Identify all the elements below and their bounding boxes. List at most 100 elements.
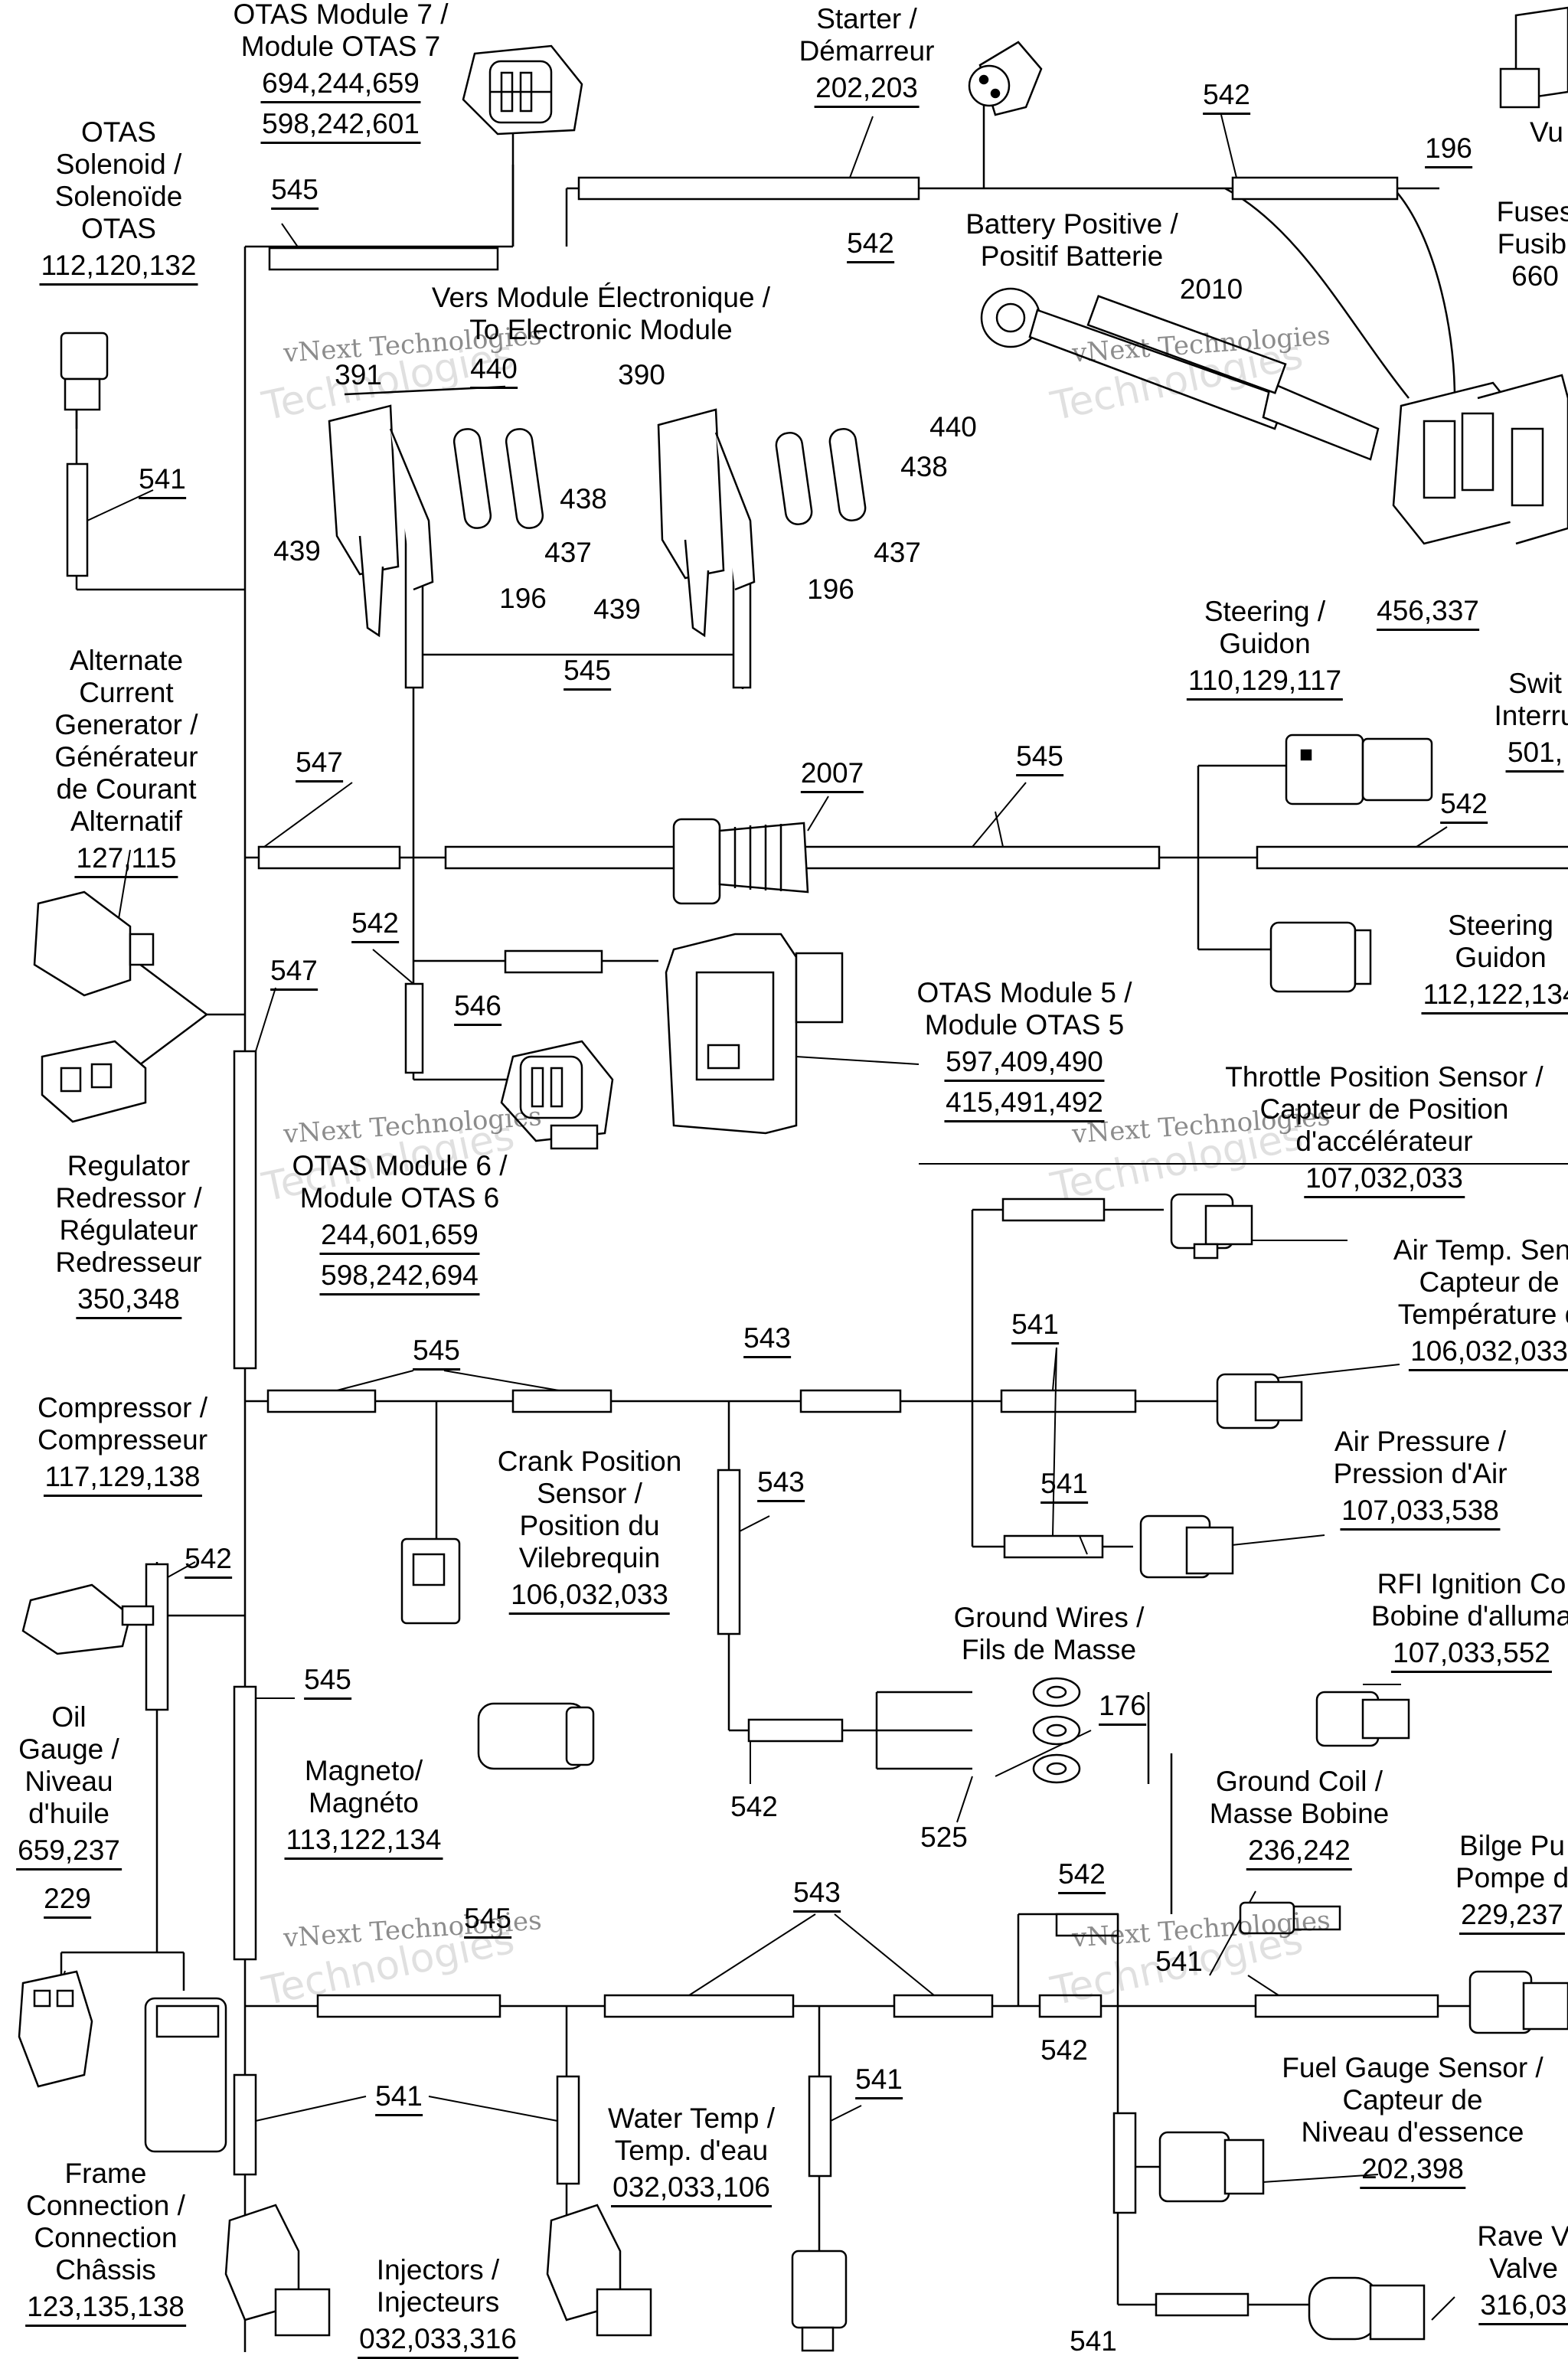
label-line: Fuel Gauge Sensor / <box>1282 2052 1544 2083</box>
callout-545: 545 <box>413 1335 460 1371</box>
label-line: de Courant <box>56 773 197 805</box>
callout-545: 545 <box>564 655 611 691</box>
label-line: Fusibl <box>1497 228 1568 260</box>
steering-connector-2 <box>1269 921 1372 993</box>
label-line: Sensor / <box>537 1478 642 1509</box>
steering-2-label: Steering Guidon 112,122,134 <box>1421 910 1568 1015</box>
label-line: Solenoid / <box>55 149 182 180</box>
injectors-label: Injectors / Injecteurs 032,033,316 <box>358 2254 518 2359</box>
part-code: 032,033,316 <box>358 2323 518 2359</box>
label-line: Connection <box>34 2222 178 2253</box>
air-pressure-connector <box>1139 1514 1234 1579</box>
bilge-pump-label: Bilge Pu Pompe d 229,237 <box>1455 1830 1568 1935</box>
label-line: Masse Bobine <box>1209 1798 1390 1829</box>
label-line: Oil <box>51 1701 87 1733</box>
label-line: Steering / <box>1204 596 1326 627</box>
injector-connector-1 <box>224 2204 331 2337</box>
callout-196: 196 <box>1425 133 1472 168</box>
label-line: Capteur de <box>1342 2084 1483 2116</box>
label-line: Capteur de <box>1419 1266 1560 1298</box>
watermark: vNext Technologies Technologies <box>259 1101 543 1211</box>
label-line: To Electronic Module <box>469 314 733 345</box>
callout-541: 541 <box>1155 1946 1203 1977</box>
callout-545: 545 <box>464 1903 511 1939</box>
ground-coil-label: Ground Coil / Masse Bobine 236,242 <box>1210 1766 1389 1871</box>
label-line: Bilge Pu <box>1459 1830 1565 1861</box>
callout-541: 541 <box>1011 1309 1059 1344</box>
part-code: 112,120,132 <box>39 250 198 286</box>
part-code: 113,122,134 <box>284 1824 443 1860</box>
rfi-ignition-label: RFI Ignition Co Bobine d'alluma 107,033,… <box>1371 1568 1568 1673</box>
callout-541: 541 <box>1040 1469 1088 1504</box>
callout-439: 439 <box>273 535 321 567</box>
label-line: Niveau d'essence <box>1301 2116 1524 2148</box>
label-line: Generator / <box>54 709 198 740</box>
battery-terminal <box>980 287 1380 461</box>
watermark: vNext Technologies Technologies <box>1047 320 1331 430</box>
callout-440: 440 <box>929 411 977 443</box>
otas-module-7-connector <box>462 44 583 136</box>
ground-rings <box>1032 1677 1081 1784</box>
grommet-2007 <box>672 818 809 905</box>
label-line: Capteur de Position <box>1259 1093 1509 1125</box>
label-line: d'accélérateur <box>1295 1126 1473 1157</box>
callout-546: 546 <box>454 991 501 1026</box>
label-line: RFI Ignition Co <box>1377 1568 1566 1599</box>
watermark: vNext Technologies Technologies <box>259 320 543 430</box>
magneto-label: Magneto/ Magnéto 113,122,134 <box>284 1755 443 1860</box>
label-line: d'huile <box>28 1798 109 1829</box>
callout-541: 541 <box>1070 2325 1117 2357</box>
callout-541: 541 <box>139 464 186 499</box>
vu-label: Vu <box>1530 116 1563 149</box>
callout-2007: 2007 <box>800 758 864 793</box>
steering-connector-1 <box>1285 734 1433 805</box>
callout-390: 390 <box>618 359 665 390</box>
callout-542: 542 <box>1203 80 1250 115</box>
part-code: 123,135,138 <box>25 2291 186 2327</box>
label-line: Bobine d'alluma <box>1370 1600 1568 1632</box>
air-temp-label: Air Temp. Sens Capteur de Température d … <box>1393 1234 1568 1371</box>
switch-label: Swit Interru 501, <box>1494 668 1568 773</box>
part-code: 107,032,033 <box>1304 1162 1465 1198</box>
label-line: Vers Module Électronique / <box>431 282 771 313</box>
callout-439: 439 <box>593 593 641 625</box>
otas-module-6-connector <box>500 1040 614 1150</box>
label-line: Module OTAS 7 <box>240 31 441 62</box>
label-line: Module OTAS 6 <box>299 1182 500 1214</box>
rave-valve-label: Rave V Valve 316,03 <box>1477 2220 1568 2325</box>
label-line: Position du <box>519 1510 660 1541</box>
callout-545: 545 <box>1016 741 1063 776</box>
callout-542: 542 <box>351 908 399 943</box>
callout-541: 541 <box>375 2081 423 2116</box>
oil-gauge-connector <box>18 1970 93 2088</box>
part-code: 032,033,106 <box>611 2171 772 2207</box>
label-line: Connection / <box>26 2190 185 2221</box>
label-line: Air Temp. Sens <box>1393 1234 1568 1266</box>
oil-gauge-label: Oil Gauge / Niveau d'huile 659,237 <box>16 1701 122 1871</box>
label-line: Positif Batterie <box>980 240 1164 272</box>
ecm-connector-b <box>328 385 544 638</box>
part-code: 350,348 <box>76 1283 181 1319</box>
rave-valve-connector <box>1308 2276 1426 2341</box>
air-pressure-label: Air Pressure / Pression d'Air 107,033,53… <box>1333 1426 1508 1531</box>
part-code: 117,129,138 <box>43 1461 202 1497</box>
label-line: Throttle Position Sensor / <box>1225 1061 1544 1093</box>
crank-sensor-connector <box>400 1537 461 1625</box>
part-code: 202,203 <box>814 72 920 108</box>
callout-525: 525 <box>920 1822 968 1853</box>
label-line: Magnéto <box>308 1787 419 1818</box>
label-line: Compressor / <box>37 1392 208 1423</box>
callout-541: 541 <box>855 2064 903 2099</box>
label-line: Regulator <box>67 1150 191 1181</box>
vu-connector <box>1499 6 1568 109</box>
label-line: Régulateur <box>59 1214 198 1246</box>
throttle-sensor-connector <box>1170 1193 1253 1260</box>
part-code: 112,122,134 <box>1421 979 1568 1015</box>
part-code: 597,409,490 <box>944 1046 1105 1082</box>
callout-456-337: 456,337 <box>1377 596 1479 631</box>
part-code: 244,601,659 <box>319 1219 480 1255</box>
air-temp-connector <box>1216 1373 1303 1429</box>
label-line: Injecteurs <box>376 2286 500 2318</box>
callout-542: 542 <box>730 1791 778 1822</box>
